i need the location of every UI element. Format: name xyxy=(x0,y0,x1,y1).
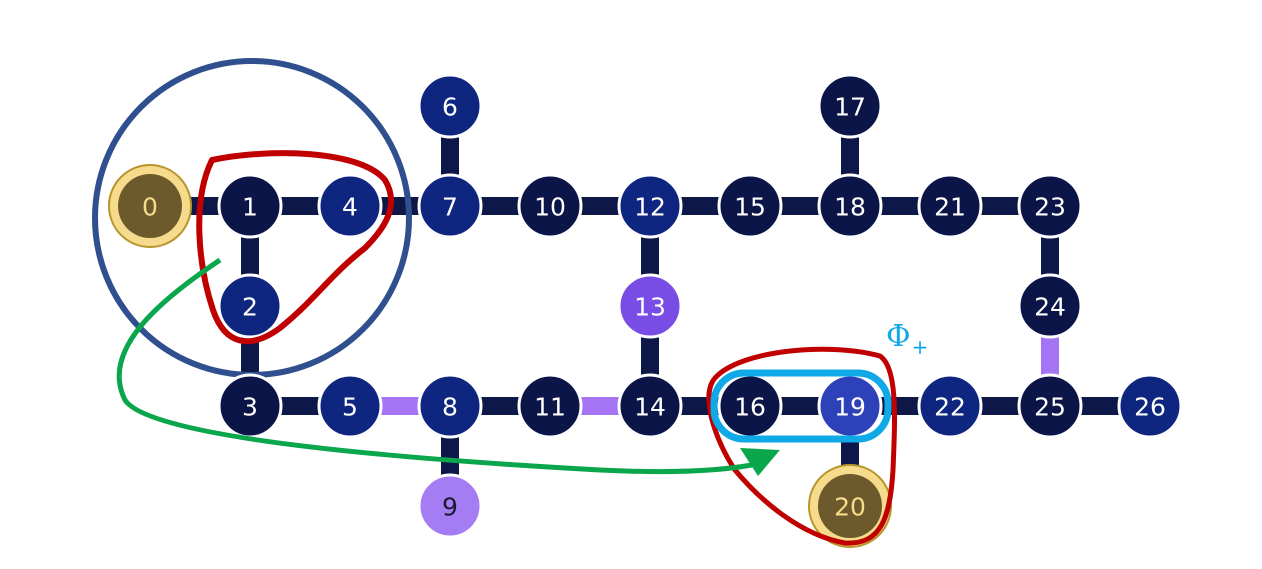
node-20-circle xyxy=(818,474,882,538)
node-1-label: 1 xyxy=(242,193,258,222)
node-14-label: 14 xyxy=(634,393,666,422)
node-18: 18 xyxy=(817,173,883,239)
node-15: 15 xyxy=(717,173,783,239)
node-1: 1 xyxy=(217,173,283,239)
node-26-circle xyxy=(1117,373,1183,439)
node-10-circle xyxy=(517,173,583,239)
node-7-label: 7 xyxy=(442,193,458,222)
node-9-circle xyxy=(417,473,483,539)
node-9-label: 9 xyxy=(442,493,458,522)
phi-subscript: + xyxy=(912,335,929,359)
node-11-label: 11 xyxy=(534,393,566,422)
node-0: 0 xyxy=(108,164,192,248)
node-23-circle xyxy=(1017,173,1083,239)
overlay-front: Φ+ xyxy=(116,150,928,546)
node-21-circle xyxy=(917,173,983,239)
node-24: 24 xyxy=(1017,273,1083,339)
phi-plus-label: Φ+ xyxy=(886,319,928,359)
node-12: 12 xyxy=(617,173,683,239)
node-2-label: 2 xyxy=(242,293,258,322)
green-arrow-curve xyxy=(116,257,763,475)
node-14: 14 xyxy=(617,373,683,439)
node-8: 8 xyxy=(417,373,483,439)
node-6: 6 xyxy=(417,73,483,139)
node-0-label: 0 xyxy=(142,193,158,222)
node-18-circle xyxy=(817,173,883,239)
node-16: 16 xyxy=(717,373,783,439)
node-5-label: 5 xyxy=(342,393,358,422)
cyan-pair-outline xyxy=(710,369,892,443)
node-4-circle xyxy=(317,173,383,239)
node-13-circle xyxy=(617,273,683,339)
node-6-circle xyxy=(417,73,483,139)
node-11-circle xyxy=(517,373,583,439)
node-10-label: 10 xyxy=(534,193,566,222)
node-4-label: 4 xyxy=(342,193,358,222)
node-5-circle xyxy=(317,373,383,439)
node-1-circle xyxy=(217,173,283,239)
node-13-label: 13 xyxy=(634,293,666,322)
phi-symbol: Φ xyxy=(886,319,911,354)
node-11: 11 xyxy=(517,373,583,439)
node-19: 19 xyxy=(817,373,883,439)
node-17-label: 17 xyxy=(834,93,866,122)
node-4: 4 xyxy=(317,173,383,239)
node-26: 26 xyxy=(1117,373,1183,439)
node-14-circle xyxy=(617,373,683,439)
node-23-label: 23 xyxy=(1034,193,1066,222)
node-26-label: 26 xyxy=(1134,393,1166,422)
node-2: 2 xyxy=(217,273,283,339)
node-22-circle xyxy=(917,373,983,439)
node-0-circle xyxy=(118,174,182,238)
node-22: 22 xyxy=(917,373,983,439)
node-24-circle xyxy=(1017,273,1083,339)
node-8-circle xyxy=(417,373,483,439)
node-24-label: 24 xyxy=(1034,293,1066,322)
node-12-label: 12 xyxy=(634,193,666,222)
node-6-label: 6 xyxy=(442,93,458,122)
node-17-circle xyxy=(817,73,883,139)
node-5: 5 xyxy=(317,373,383,439)
node-22-label: 22 xyxy=(934,393,966,422)
node-3: 3 xyxy=(217,373,283,439)
node-20-label: 20 xyxy=(834,493,866,522)
node-18-label: 18 xyxy=(834,193,866,222)
node-10: 10 xyxy=(517,173,583,239)
node-13: 13 xyxy=(617,273,683,339)
node-25: 25 xyxy=(1017,373,1083,439)
node-21-label: 21 xyxy=(934,193,966,222)
node-21: 21 xyxy=(917,173,983,239)
node-16-label: 16 xyxy=(734,393,766,422)
node-19-label: 19 xyxy=(834,393,866,422)
node-20: 20 xyxy=(808,464,892,548)
green-arrowhead xyxy=(740,448,780,476)
node-9: 9 xyxy=(417,473,483,539)
node-15-label: 15 xyxy=(734,193,766,222)
node-25-label: 25 xyxy=(1034,393,1066,422)
red-outline-left xyxy=(196,150,395,345)
node-3-label: 3 xyxy=(242,393,258,422)
node-17: 17 xyxy=(817,73,883,139)
node-15-circle xyxy=(717,173,783,239)
node-7: 7 xyxy=(417,173,483,239)
node-8-label: 8 xyxy=(442,393,458,422)
node-2-circle xyxy=(217,273,283,339)
node-7-circle xyxy=(417,173,483,239)
node-23: 23 xyxy=(1017,173,1083,239)
node-12-circle xyxy=(617,173,683,239)
node-25-circle xyxy=(1017,373,1083,439)
